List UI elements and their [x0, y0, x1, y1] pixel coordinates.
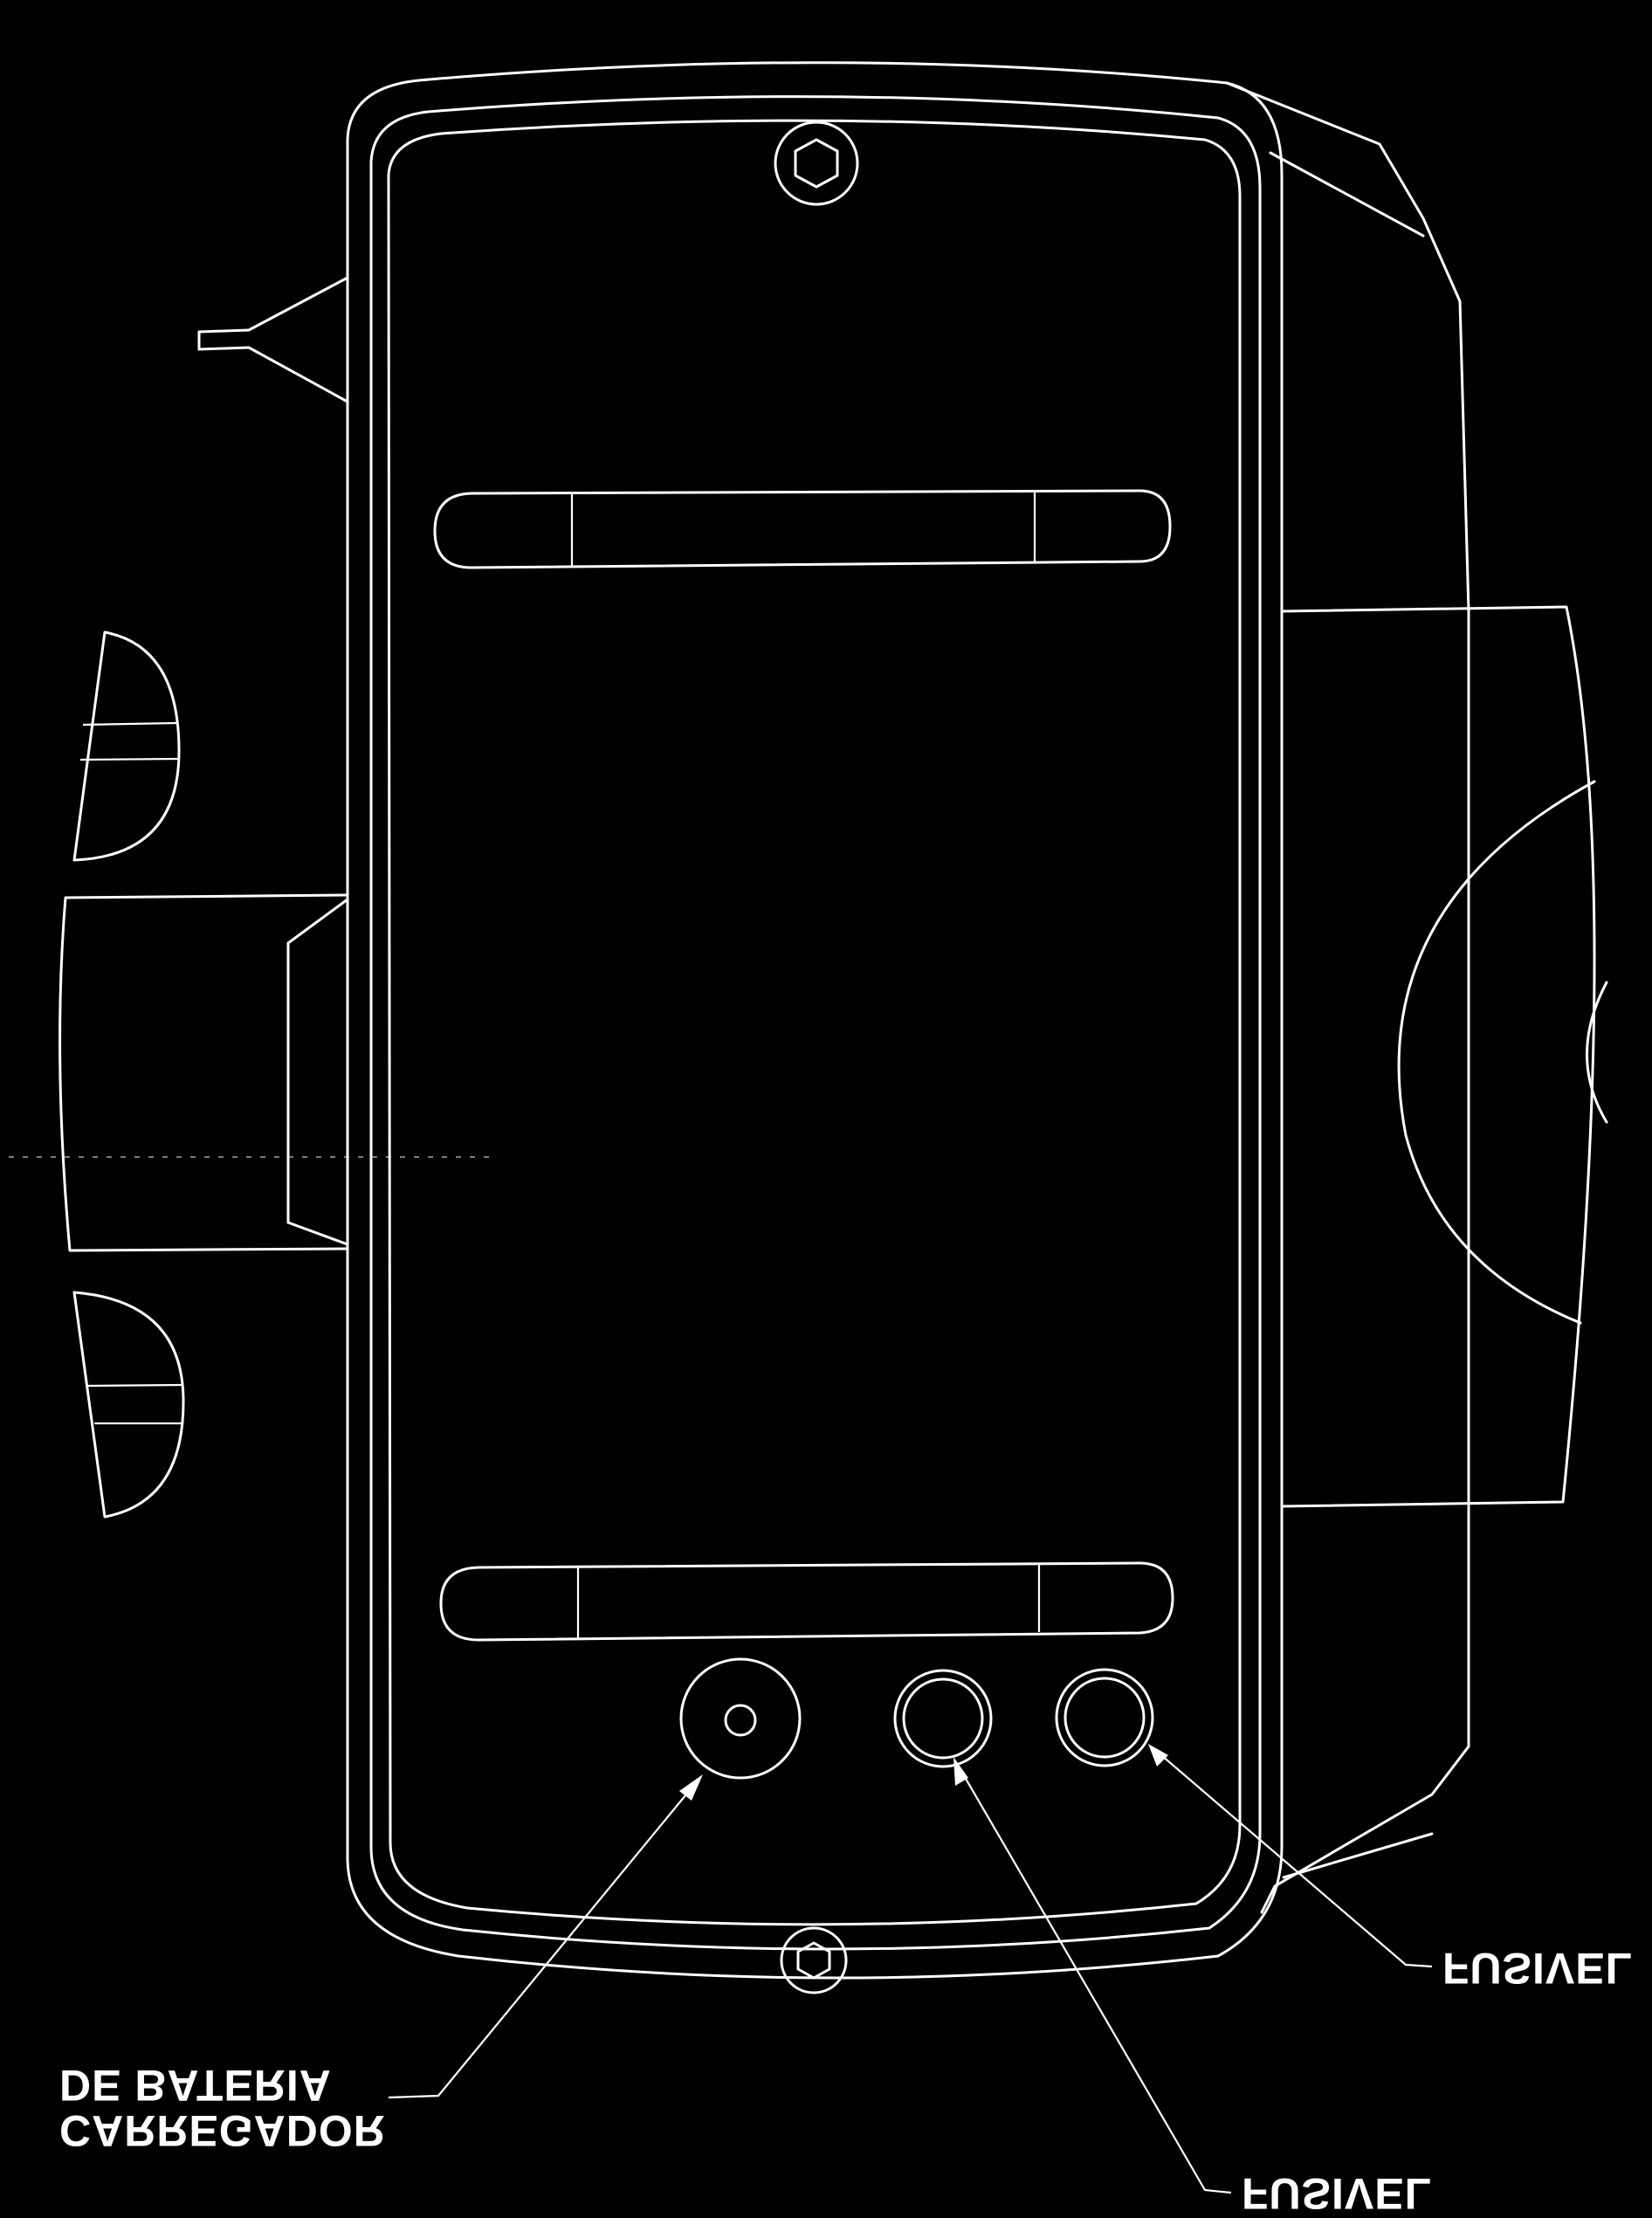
clip-lower	[72, 1291, 185, 1519]
main-body	[346, 61, 1284, 1980]
leader-fusivel-1	[953, 1757, 1232, 2194]
clip-upper	[72, 630, 181, 862]
lower-rail	[439, 1561, 1174, 1642]
upper-rail	[433, 489, 1172, 569]
label-carregador-line1: CARREGADOR	[59, 2106, 386, 2155]
label-carregador: CARREGADOR DE BATERIA	[59, 2061, 386, 2155]
right-connector	[1280, 605, 1608, 1508]
label-carregador-line2: DE BATERIA	[59, 2061, 332, 2110]
fuse-2-holder	[1055, 1668, 1154, 1767]
leader-fusivel-2	[1148, 1744, 1433, 1968]
battery-charger-port	[679, 1657, 802, 1780]
label-fusivel-2: FUSIVEL	[1442, 1944, 1634, 1993]
leader-carregador	[388, 1774, 703, 2099]
top-screw	[774, 121, 859, 206]
bottom-screw	[780, 1926, 848, 1994]
left-bracket	[197, 276, 349, 403]
side-housing	[1225, 81, 1470, 1914]
label-fusivel-1: FUSIVEL	[1242, 2169, 1433, 2218]
left-connector	[9, 893, 489, 1252]
fuse-1-holder	[893, 1669, 993, 1768]
